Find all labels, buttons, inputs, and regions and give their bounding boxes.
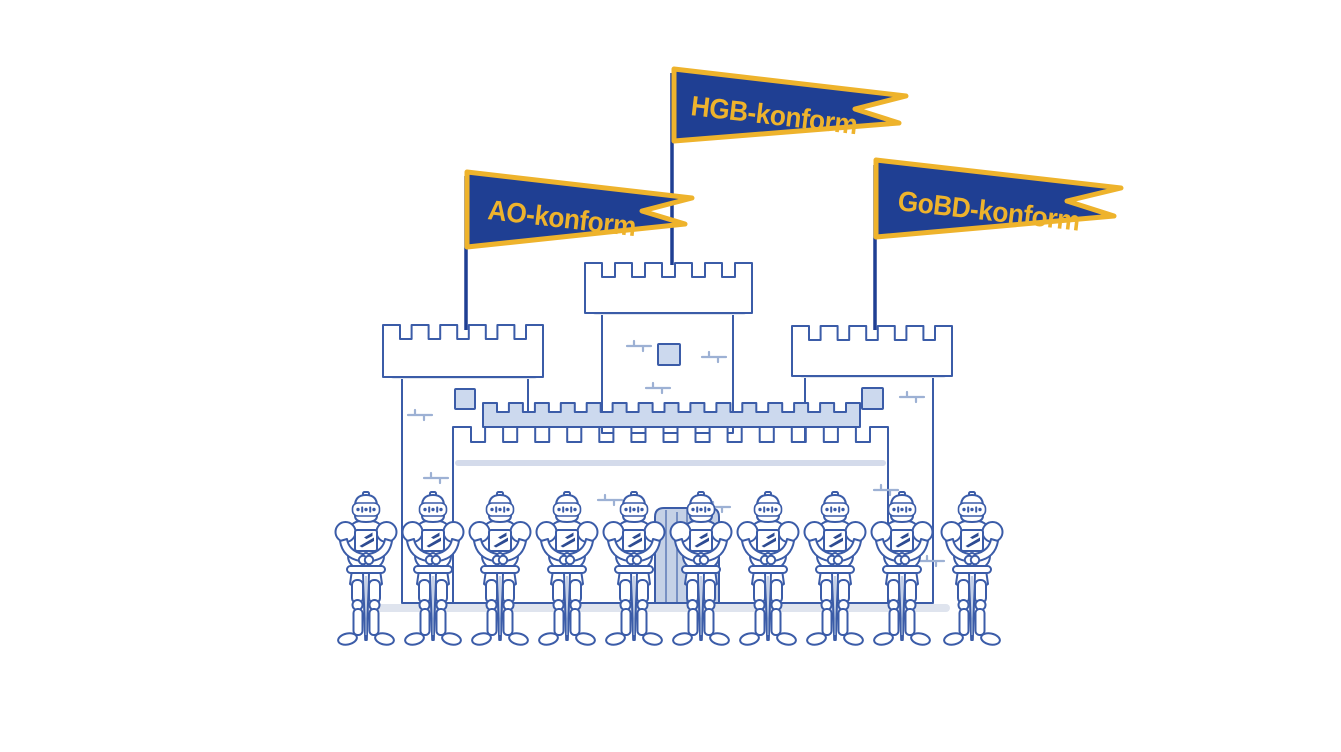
center-tower-cap (584, 262, 753, 314)
castle (365, 262, 953, 612)
flag-hgb-pennant (671, 66, 909, 144)
window (657, 343, 681, 366)
window (861, 387, 884, 410)
right-tower-cap (791, 325, 953, 377)
knight-icon (334, 491, 398, 648)
left-tower-cap (382, 324, 544, 378)
flag-gobd: GoBD-konform (873, 157, 1124, 240)
flag-gobd-pennant (873, 157, 1124, 240)
inner-battlement-band (482, 402, 861, 428)
flag-ao-pennant (464, 169, 695, 250)
window (454, 388, 476, 410)
flag-hgb: HGB-konform (671, 66, 909, 144)
flag-ao: AO-konform (464, 169, 695, 250)
ground-shadow (365, 604, 950, 612)
knight-icon (940, 491, 1004, 648)
